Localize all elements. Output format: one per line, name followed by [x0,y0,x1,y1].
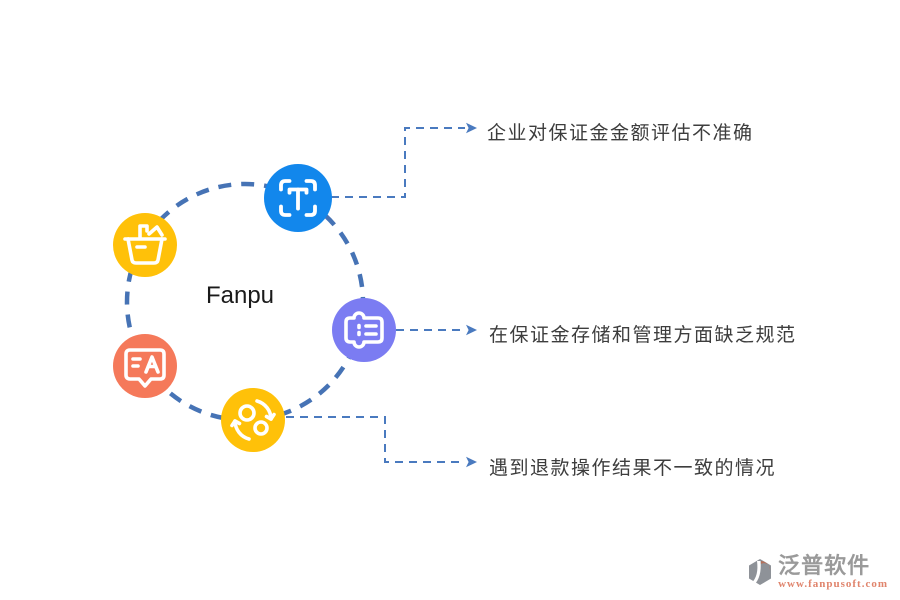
connector-lines [286,122,477,468]
watermark-url: www.fanpusoft.com [778,578,888,590]
watermark-brand: 泛普软件 [778,553,871,578]
translate-message-icon [113,334,177,398]
ticket-list-icon [332,298,396,362]
arrowhead-icon [466,456,477,468]
issue-label-3: 遇到退款操作结果不一致的情况 [489,458,777,479]
text-scan-icon [264,164,332,232]
arrowhead-icon [466,324,477,336]
sync-circles-icon [221,388,285,452]
center-brand-label: Fanpu [205,282,275,309]
watermark: 泛普软件 www.fanpusoft.com [746,555,888,590]
shopping-basket-icon [113,213,177,277]
fanpu-logo-icon [749,559,772,585]
arrowhead-icon [466,122,477,134]
issue-label-1: 企业对保证金金额评估不准确 [487,123,754,144]
issue-label-2: 在保证金存储和管理方面缺乏规范 [489,325,797,346]
